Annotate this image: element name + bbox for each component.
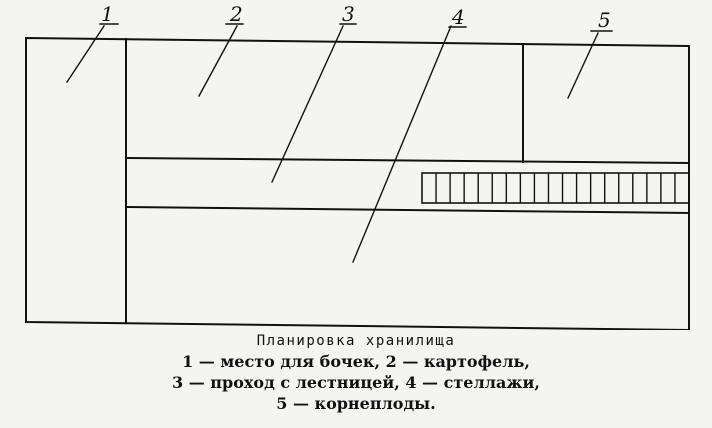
storage-floor-plan: 1 2 3 4 5 [25,2,691,330]
callout-2: 2 [229,2,243,26]
callout-3: 3 [342,2,355,26]
leader-2 [198,25,238,97]
callout-5: 5 [598,8,611,32]
legend-line-1: 1 — место для бочек, 2 — картофель, [182,352,530,371]
callout-4: 4 [451,5,465,29]
leader-1 [66,25,105,83]
leader-5 [567,32,599,99]
legend-line-2: 3 — проход с лестницей, 4 — стеллажи, [172,373,540,392]
callout-1: 1 [101,2,114,26]
staircase [421,172,690,204]
figure-caption: Планировка хранилища 1 — место для бочек… [0,331,712,414]
leader-3 [271,25,344,183]
legend-line-3: 5 — корнеплоды. [276,394,436,413]
staircase-frame [421,172,690,204]
potato-bin-wall [124,156,691,165]
outer-wall [25,36,690,330]
shelving-wall [124,205,691,215]
caption-title: Планировка хранилища [256,333,456,349]
leader-4 [352,25,452,263]
